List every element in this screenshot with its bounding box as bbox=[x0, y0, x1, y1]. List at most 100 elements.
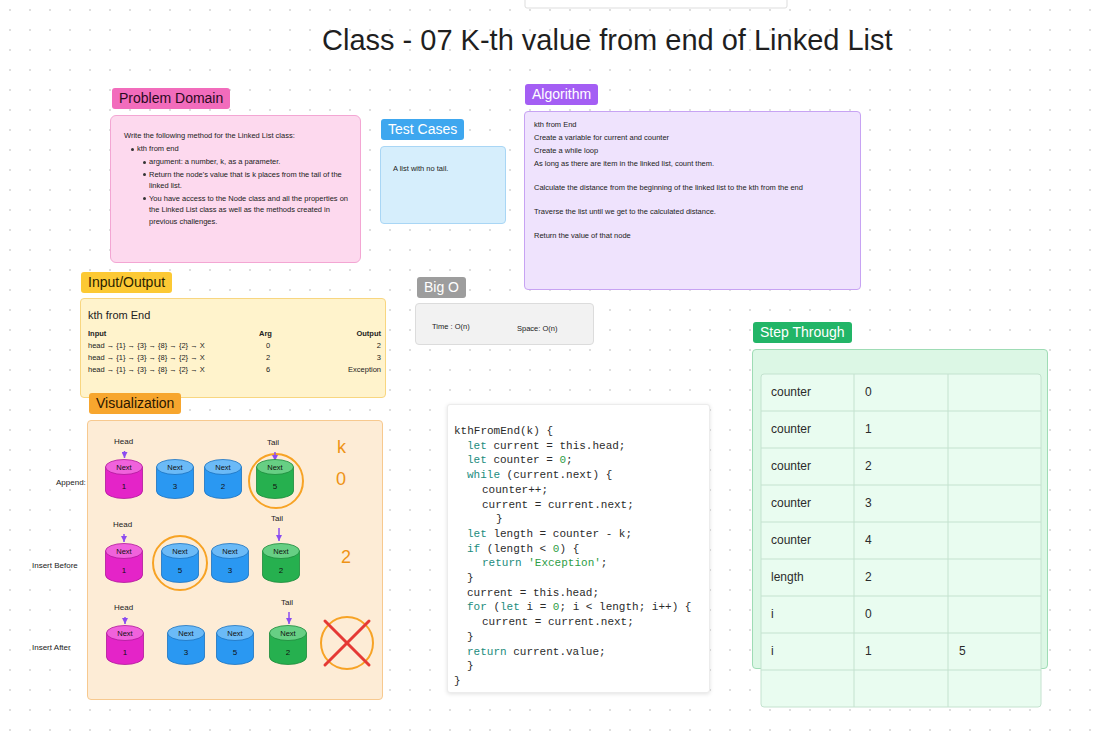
table-cell: 0 bbox=[865, 605, 872, 624]
body-text: Space: O(n) bbox=[517, 323, 557, 335]
table-rule bbox=[761, 522, 1041, 523]
section-tag: Visualization bbox=[89, 393, 181, 414]
code-line: } bbox=[454, 674, 461, 688]
bullet-dot bbox=[131, 148, 134, 151]
section-tag: Big O bbox=[417, 277, 466, 298]
table-cell: counter bbox=[771, 494, 811, 513]
table-rule bbox=[761, 670, 1041, 671]
table-cell: i bbox=[771, 642, 774, 661]
pointer-label: Tail bbox=[267, 437, 279, 449]
list-node-cylinder: Next1 bbox=[106, 625, 144, 665]
table-cell: head → {1} → {3} → {8} → {2} → X bbox=[88, 364, 205, 376]
pointer-label: Head bbox=[114, 602, 133, 614]
page-title: Class - 07 K-th value from end of Linked… bbox=[322, 22, 893, 60]
input-output-panel: Input/Outputkth from EndInputArgOutputhe… bbox=[80, 298, 386, 398]
node-value: 3 bbox=[156, 481, 194, 493]
table-cell: 2 bbox=[266, 352, 270, 364]
problem-domain-panel: Problem DomainWrite the following method… bbox=[110, 115, 361, 263]
body-text: Create a while loop bbox=[534, 145, 834, 157]
highlight-ring bbox=[249, 454, 303, 508]
table-cell: 4 bbox=[865, 531, 872, 550]
node-value: 2 bbox=[269, 647, 307, 659]
node-value: 3 bbox=[211, 565, 249, 577]
cylinder-top bbox=[162, 544, 199, 559]
pointer-arrow bbox=[124, 617, 126, 624]
table-cell: i bbox=[771, 605, 774, 624]
algorithm-panel: Algorithmkth from EndCreate a variable f… bbox=[524, 111, 861, 290]
operation-label: Insert Before bbox=[32, 560, 78, 572]
code-line: for (let i = 0; i < length; i++) { bbox=[467, 600, 691, 614]
code-line: } bbox=[496, 512, 503, 526]
body-text: Time : O(n) bbox=[432, 321, 470, 333]
list-node-cylinder: Next1 bbox=[105, 543, 143, 583]
list-node-cylinder: Next5 bbox=[216, 625, 254, 665]
list-node-cylinder: Next 1 bbox=[105, 459, 143, 499]
code-card: kthFromEnd(k) {let current = this.head;l… bbox=[447, 404, 710, 693]
cylinder-top bbox=[263, 544, 300, 559]
table-cell: 3 bbox=[865, 494, 872, 513]
big-o-panel: Big OTime : O(n)Space: O(n) bbox=[415, 303, 594, 345]
table-cell: 5 bbox=[959, 642, 966, 661]
pointer-arrow bbox=[278, 528, 280, 541]
bullet-dot bbox=[143, 197, 146, 200]
next-pointer-text: Next bbox=[105, 462, 143, 474]
table-rule bbox=[761, 411, 1041, 412]
section-tag: Test Cases bbox=[381, 119, 464, 140]
pointer-label: Tail bbox=[281, 597, 293, 609]
table-cell: Exception bbox=[311, 364, 381, 376]
table-cell: 6 bbox=[266, 364, 270, 376]
body-text: You have access to the Node class and al… bbox=[149, 193, 356, 228]
node-value: 1 bbox=[105, 481, 143, 493]
rejected-ring bbox=[321, 617, 373, 669]
next-pointer-text: Next bbox=[204, 462, 242, 474]
table-frame bbox=[761, 374, 1041, 707]
section-tag: Input/Output bbox=[81, 272, 172, 293]
body-text: Return the value of that node bbox=[534, 230, 834, 242]
table-cell: 1 bbox=[865, 420, 872, 439]
table-cell: counter bbox=[771, 531, 811, 550]
body-text: Create a variable for current and counte… bbox=[534, 132, 834, 144]
list-node-cylinder: Next 3 bbox=[211, 543, 249, 583]
code-line: return 'Exception'; bbox=[482, 556, 607, 570]
code-line: return current.value; bbox=[467, 645, 606, 659]
pointer-label: Tail bbox=[271, 513, 283, 525]
cylinder-top bbox=[270, 626, 307, 641]
body-text: As long as there are item in the linked … bbox=[534, 158, 834, 170]
list-node-cylinder: Next3 bbox=[167, 625, 205, 665]
next-pointer-text: Next bbox=[262, 546, 300, 558]
table-rule bbox=[761, 559, 1041, 560]
table-cell: Output bbox=[321, 328, 381, 340]
next-pointer-text: Next bbox=[211, 546, 249, 558]
code-line: } bbox=[467, 630, 474, 644]
node-value: 5 bbox=[161, 565, 199, 577]
section-tag: Problem Domain bbox=[112, 88, 230, 109]
table-cell: 2 bbox=[865, 457, 872, 476]
cylinder-top bbox=[205, 460, 242, 475]
table-cell: head → {1} → {3} → {8} → {2} → X bbox=[88, 352, 205, 364]
code-line: let counter = 0; bbox=[467, 453, 573, 467]
pointer-arrow bbox=[124, 451, 126, 458]
list-node-cylinder: Next5 bbox=[256, 459, 294, 499]
table-cell: 2 bbox=[311, 340, 381, 352]
pointer-label: Head bbox=[114, 436, 133, 448]
code-line: current = current.next; bbox=[482, 615, 634, 629]
operation-label: Insert After bbox=[32, 642, 71, 654]
table-cell: counter bbox=[771, 383, 811, 402]
k-value: k bbox=[337, 434, 346, 462]
node-value: 1 bbox=[106, 647, 144, 659]
operation-label: Append: bbox=[56, 477, 86, 489]
next-pointer-text: Next bbox=[167, 628, 205, 640]
body-text: Calculate the distance from the beginnin… bbox=[534, 182, 834, 194]
pointer-label: Head bbox=[113, 519, 132, 531]
table-cell: Arg bbox=[259, 328, 272, 340]
table-cell: counter bbox=[771, 420, 811, 439]
body-text: Write the following method for the Linke… bbox=[124, 130, 356, 142]
table-cell: head → {1} → {3} → {8} → {2} → X bbox=[88, 340, 205, 352]
cylinder-top bbox=[257, 460, 294, 475]
body-text: Traverse the list until we get to the ca… bbox=[534, 206, 834, 218]
cylinder-top bbox=[217, 626, 254, 641]
cylinder-top bbox=[106, 544, 143, 559]
code-line: } bbox=[467, 571, 474, 585]
